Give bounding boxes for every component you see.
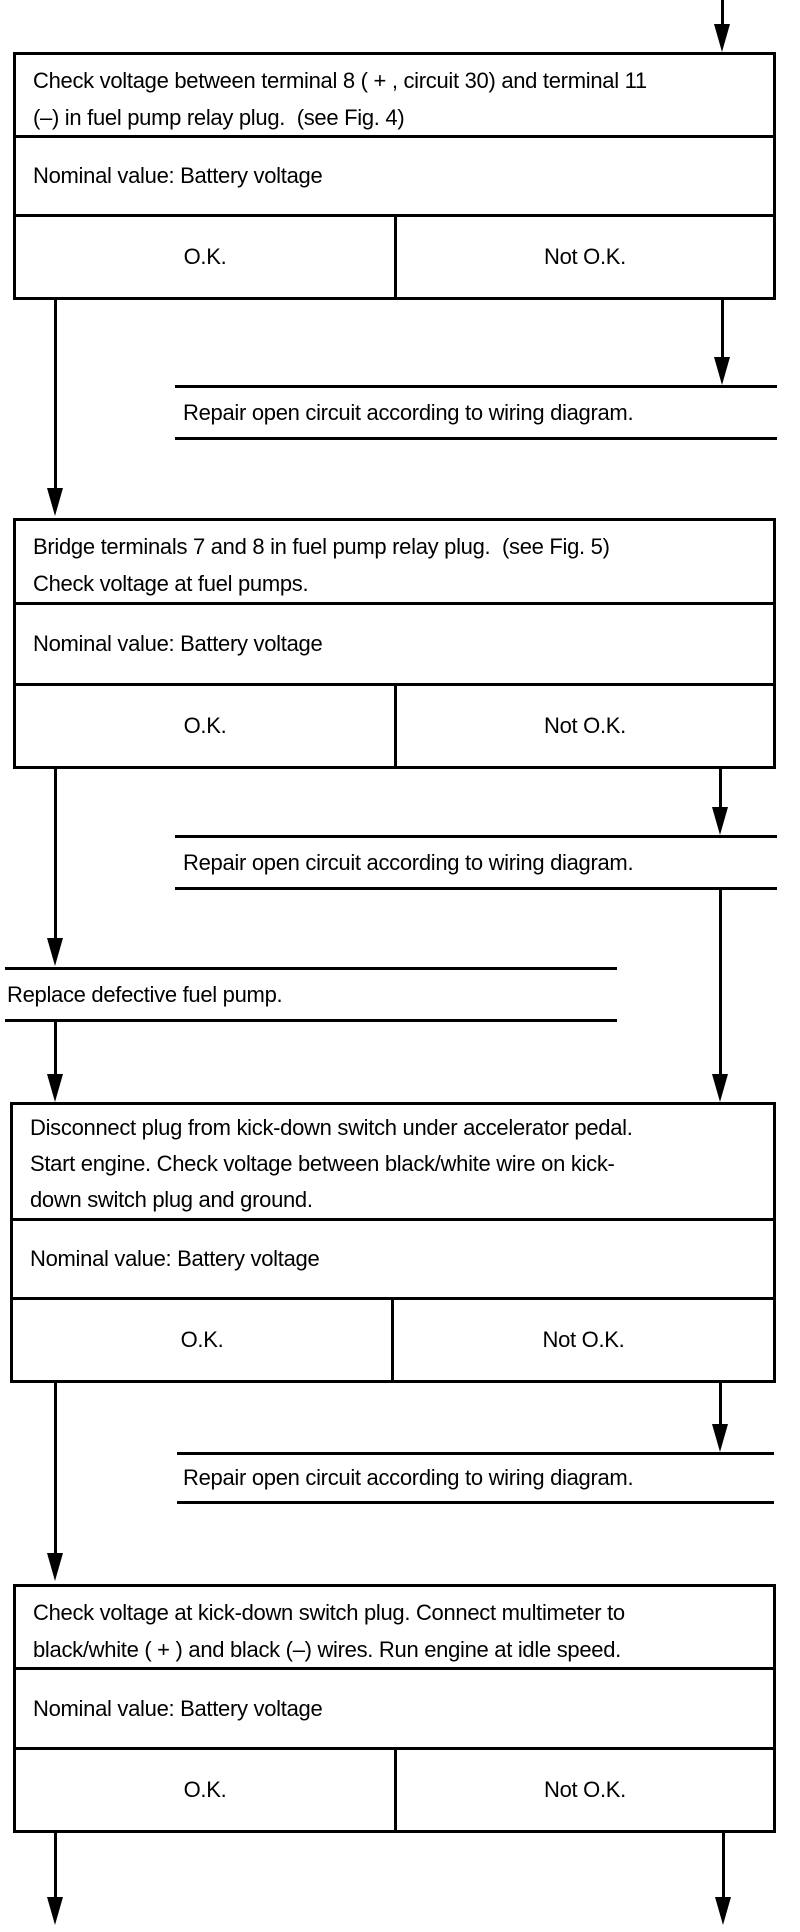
- arrowhead-repair2-to-box3: [712, 1074, 728, 1102]
- not-ok-cell: Not O.K.: [544, 1777, 626, 1802]
- nominal-value: Nominal value: Battery voltage: [16, 138, 773, 217]
- action-replace-fuel-pump: Replace defective fuel pump.: [5, 967, 617, 1022]
- flow-line-box4-ok-exit: [54, 1833, 57, 1899]
- decision-box-bridge-terminals: Bridge terminals 7 and 8 in fuel pump re…: [13, 518, 776, 769]
- instruction-text: Check voltage at kick-down switch plug. …: [16, 1587, 773, 1670]
- result-row: O.K. Not O.K.: [13, 1300, 773, 1380]
- flow-line-box2-notok: [719, 769, 722, 811]
- result-row: O.K. Not O.K.: [16, 1750, 773, 1830]
- ok-cell: O.K.: [13, 1300, 394, 1380]
- action-label-text: Replace defective fuel pump.: [7, 981, 283, 1007]
- arrowhead-box3-notok: [712, 1424, 728, 1452]
- arrowhead-box2-notok: [712, 807, 728, 835]
- nominal-value: Nominal value: Battery voltage: [13, 1221, 773, 1300]
- nominal-value: Nominal value: Battery voltage: [16, 605, 773, 686]
- flow-line-box1-notok: [721, 300, 724, 360]
- action-repair-open-circuit-2: Repair open circuit according to wiring …: [175, 835, 777, 890]
- action-label-text: Repair open circuit according to wiring …: [183, 849, 634, 875]
- flow-line-box4-notok-exit: [722, 1833, 725, 1899]
- arrowhead-box3-ok: [47, 1553, 63, 1581]
- not-ok-cell: Not O.K.: [544, 244, 626, 269]
- action-label-text: Repair open circuit according to wiring …: [183, 399, 634, 425]
- instruction-text: Check voltage between terminal 8 ( + , c…: [16, 55, 773, 138]
- flow-line-box3-ok: [54, 1383, 57, 1555]
- flow-line-box2-ok: [54, 769, 57, 941]
- nominal-value: Nominal value: Battery voltage: [16, 1670, 773, 1750]
- instruction-text: Bridge terminals 7 and 8 in fuel pump re…: [16, 521, 773, 605]
- arrowhead-box4-ok-exit: [47, 1897, 63, 1925]
- ok-cell: O.K.: [16, 1750, 397, 1830]
- arrowhead-box4-notok-exit: [715, 1897, 731, 1925]
- decision-box-disconnect-kickdown-plug: Disconnect plug from kick-down switch un…: [10, 1102, 776, 1383]
- result-row: O.K. Not O.K.: [16, 217, 773, 297]
- ok-cell: O.K.: [16, 217, 397, 297]
- ok-cell: O.K.: [16, 686, 397, 766]
- arrowhead-box1-notok: [714, 357, 730, 385]
- decision-box-check-kickdown-voltage: Check voltage at kick-down switch plug. …: [13, 1584, 776, 1833]
- flow-line-box3-notok: [719, 1383, 722, 1427]
- arrowhead-box2-ok: [47, 938, 63, 966]
- action-label-text: Repair open circuit according to wiring …: [183, 1465, 634, 1490]
- action-repair-open-circuit-3: Repair open circuit according to wiring …: [177, 1452, 774, 1504]
- result-row: O.K. Not O.K.: [16, 686, 773, 766]
- flow-line-box1-ok: [54, 300, 57, 490]
- flow-line-replace-to-box3: [54, 1022, 57, 1077]
- arrowhead-box1-ok: [47, 488, 63, 516]
- flow-line-repair2-to-box3: [719, 890, 722, 1076]
- flow-line-entry: [721, 0, 724, 30]
- arrowhead-entry: [714, 24, 730, 52]
- decision-box-check-relay-voltage: Check voltage between terminal 8 ( + , c…: [13, 52, 776, 300]
- not-ok-cell: Not O.K.: [544, 713, 626, 738]
- instruction-text: Disconnect plug from kick-down switch un…: [13, 1105, 773, 1221]
- arrowhead-replace-to-box3: [47, 1074, 63, 1102]
- action-repair-open-circuit-1: Repair open circuit according to wiring …: [175, 385, 777, 440]
- not-ok-cell: Not O.K.: [542, 1327, 625, 1352]
